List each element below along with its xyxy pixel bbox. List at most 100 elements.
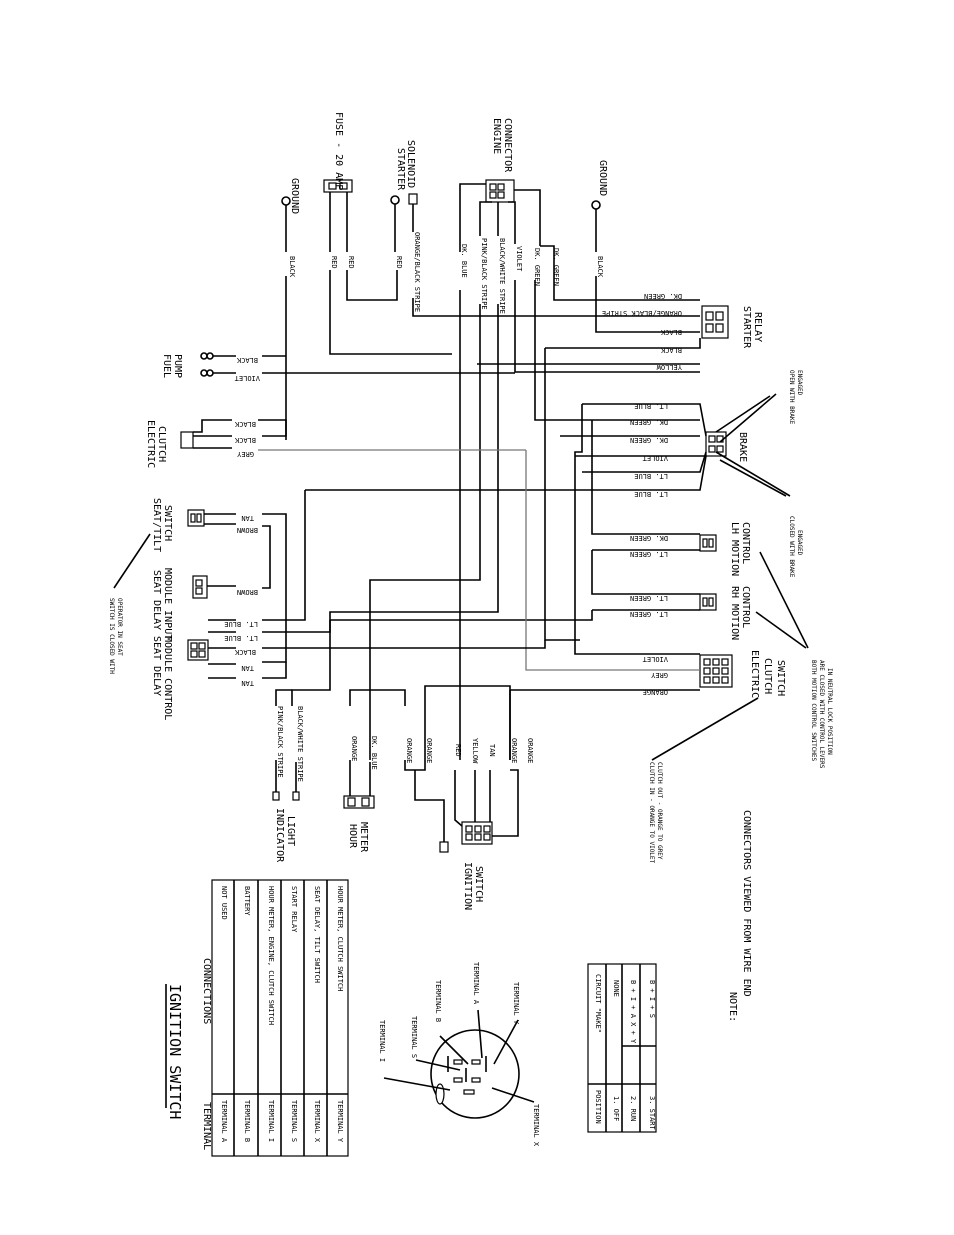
svg-text:PUMP: PUMP [172,354,183,378]
svg-text:RED: RED [347,256,355,269]
rh-motion-control: RH MOTION CONTROL LT. GREEN LT. GREEN [330,550,751,640]
svg-text:IGNITION: IGNITION [462,862,473,910]
svg-text:DK. BLUE: DK. BLUE [370,736,378,770]
svg-text:LT. BLUE: LT. BLUE [634,490,668,498]
svg-text:CLUTCH: CLUTCH [762,658,773,694]
svg-text:RED: RED [454,744,462,757]
table-title: IGNITION SWITCH [166,984,184,1119]
svg-text:ORANGE: ORANGE [405,738,413,763]
svg-text:MODULE INPUT: MODULE INPUT [162,568,173,640]
svg-text:CONNECTIONS: CONNECTIONS [201,958,212,1024]
svg-text:TERMINAL: TERMINAL [201,1102,212,1150]
svg-text:CLUTCH OUT - ORANGE TO GREY: CLUTCH OUT - ORANGE TO GREY [656,762,663,860]
terminal-label: TERMINAL B [434,980,442,1022]
svg-text:RED: RED [395,256,403,269]
svg-text:ORANGE: ORANGE [425,738,433,763]
svg-text:ORANGE: ORANGE [510,738,518,763]
svg-text:LT. GREEN: LT. GREEN [630,594,668,602]
fuse-20-amp: FUSE - 20 AMP RED RED [323,112,452,355]
svg-text:GROUND: GROUND [597,160,608,196]
circuit-row-position: 1. OFF [612,1096,620,1121]
svg-text:STARTER: STARTER [395,148,406,191]
svg-text:FUEL: FUEL [161,354,172,378]
svg-text:BLACK: BLACK [596,256,604,278]
svg-text:OPERATOR IN SEAT: OPERATOR IN SEAT [116,598,123,656]
svg-text:ENGAGED: ENGAGED [796,530,803,556]
svg-text:OPEN WITH BRAKE: OPEN WITH BRAKE [788,370,795,425]
ground-top-label: GROUND [289,178,300,214]
lh-motion-control: LH MOTION CONTROL DK. GREEN LT. GREEN [591,420,751,576]
engine-connector: ENGINE CONNECTOR DK. BLUE PINK/BLACK STR… [291,118,700,760]
svg-text:ORANGE: ORANGE [643,688,668,696]
circuit-row-make: B + I + A X + Y [629,980,637,1044]
svg-text:RELAY: RELAY [752,312,763,342]
svg-text:ORANGE/BLACK STRIPE: ORANGE/BLACK STRIPE [602,309,682,317]
svg-text:TAN: TAN [241,514,254,522]
svg-text:BLACK/WHITE STRIPE: BLACK/WHITE STRIPE [498,238,506,314]
seat-tilt-switch: SEAT/TILT SWITCH TAN BROWN [151,498,287,663]
svg-text:ORANGE: ORANGE [526,738,534,763]
svg-text:CONTROL: CONTROL [740,522,751,564]
table-row-connections: HOUR METER, ENGINE, CLUTCH SWITCH [267,886,275,1025]
svg-text:BLACK: BLACK [660,346,682,354]
starter-solenoid: STARTER SOLENOID RED ORANGE/BLACK STRIPE [390,140,700,317]
electric-clutch: ELECTRIC CLUTCH BLACK BLACK GREY [145,419,526,468]
svg-text:PINK/BLACK STRIPE: PINK/BLACK STRIPE [276,706,284,778]
terminal-label: TERMINAL Y [512,982,520,1025]
ground-right: GROUND BLACK [591,160,700,333]
svg-text:SEAT DELAY: SEAT DELAY [151,636,162,696]
svg-text:GREY: GREY [650,671,668,679]
svg-text:BLACK: BLACK [234,648,256,656]
svg-text:BLACK: BLACK [660,328,682,336]
svg-text:LT. BLUE: LT. BLUE [224,620,258,628]
circuit-row-make: B + I + S [648,980,656,1018]
ignition-switch-component: ORANGE ORANGE RED YELLOW TAN ORANGE ORAN… [404,685,534,910]
svg-text:ELECTRIC: ELECTRIC [749,650,760,698]
circuit-row-position: 3. START [648,1096,656,1131]
svg-text:STARTER: STARTER [741,306,752,349]
table-row-connections: HOUR METER, CLUTCH SWITCH [336,886,344,991]
brake-switch: BRAKE LT. BLUE DK. GREEN DK. GREEN VIOLE… [305,402,748,630]
svg-text:ORANGE: ORANGE [350,736,358,761]
svg-text:LIGHT: LIGHT [285,816,296,846]
table-row-connections: BATTERY [243,886,251,916]
table-row-terminal: TERMINAL I [267,1100,275,1142]
svg-text:HOUR: HOUR [347,824,358,849]
svg-text:CONNECTOR: CONNECTOR [502,118,513,173]
svg-text:IN NEUTRAL LOCK POSITION: IN NEUTRAL LOCK POSITION [826,668,833,755]
wiring-diagram: GROUND BLACK FUSE - 20 AMP RED RED START… [108,112,833,1022]
svg-text:LT. BLUE: LT. BLUE [634,402,668,410]
svg-text:MODULE CONTROL: MODULE CONTROL [162,636,173,720]
svg-text:GREY: GREY [236,450,254,458]
svg-text:LT. BLUE: LT. BLUE [224,634,258,642]
svg-text:BLACK: BLACK [234,436,256,444]
svg-text:VIOLET: VIOLET [642,655,668,663]
svg-text:LH MOTION: LH MOTION [729,522,740,576]
note-title: NOTE: [727,992,738,1022]
svg-text:BLACK: BLACK [288,256,296,278]
svg-text:BROWN: BROWN [237,588,258,596]
table-row-terminal: TERMINAL X [313,1100,321,1143]
svg-text:SEAT/TILT: SEAT/TILT [151,498,162,552]
fuel-pump: FUEL PUMP BLACK VIOLET [161,352,515,382]
table-row-terminal: TERMINAL Y [336,1100,344,1143]
svg-text:ENGINE: ENGINE [491,118,502,154]
ground-top: GROUND BLACK [281,178,300,440]
fuse-label: FUSE - 20 AMP [333,112,344,190]
svg-text:SWITCH IS CLOSED WITH: SWITCH IS CLOSED WITH [108,598,115,674]
svg-text:SWITCH: SWITCH [775,660,786,696]
svg-text:CLUTCH IN - ORANGE TO VIOLET: CLUTCH IN - ORANGE TO VIOLET [648,762,655,864]
svg-text:VIOLET: VIOLET [234,374,260,382]
svg-text:BLACK: BLACK [236,356,258,364]
svg-text:BLACK: BLACK [234,420,256,428]
svg-text:TAN: TAN [488,744,496,757]
svg-text:DK. GREEN: DK. GREEN [630,436,668,444]
seat-delay-module-control: SEAT DELAY MODULE CONTROL LT. BLUE LT. B… [151,490,546,720]
svg-text:VIOLET: VIOLET [515,246,523,272]
svg-text:ARE CLOSED WITH CONTROL LEVERS: ARE CLOSED WITH CONTROL LEVERS [818,660,825,769]
svg-text:RED: RED [330,256,338,269]
svg-text:BROWN: BROWN [237,526,258,534]
svg-text:INDICATOR: INDICATOR [274,808,285,863]
table-row-terminal: TERMINAL B [243,1100,251,1142]
